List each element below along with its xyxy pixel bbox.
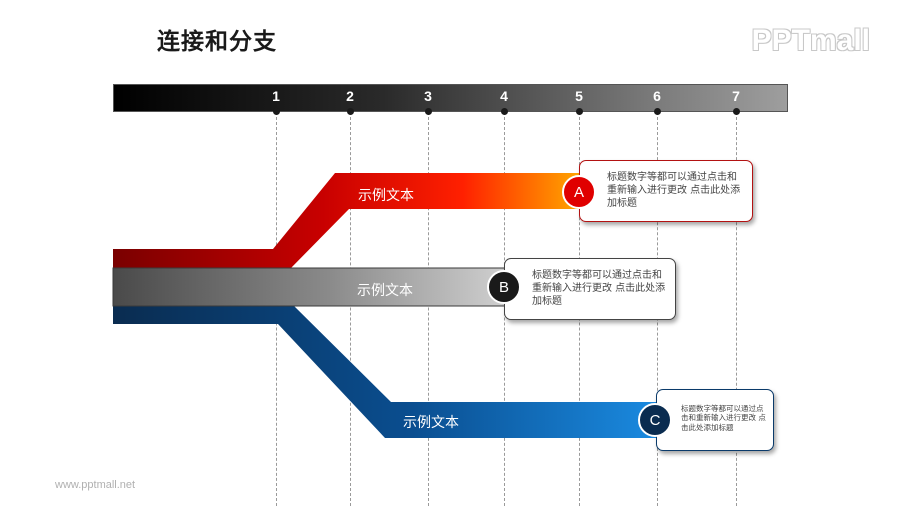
- timeline-marker-1: [273, 108, 280, 115]
- timeline-tick-3: 3: [424, 88, 432, 104]
- timeline-marker-5: [576, 108, 583, 115]
- guide-line-3: [428, 112, 429, 506]
- timeline-bar: [113, 84, 788, 112]
- timeline-tick-7: 7: [732, 88, 740, 104]
- timeline-marker-4: [501, 108, 508, 115]
- timeline-tick-2: 2: [346, 88, 354, 104]
- callout-c-text: 标题数字等都可以通过点击和重新输入进行更改 点击此处添加标题: [681, 404, 766, 432]
- callout-a-text: 标题数字等都可以通过点击和重新输入进行更改 点击此处添加标题: [607, 172, 741, 209]
- timeline-tick-6: 6: [653, 88, 661, 104]
- page-title: 连接和分支: [157, 29, 277, 55]
- badge-c: C: [638, 403, 672, 437]
- guide-line-7: [736, 112, 737, 506]
- callout-a: 标题数字等都可以通过点击和重新输入进行更改 点击此处添加标题: [579, 160, 753, 222]
- timeline-marker-3: [425, 108, 432, 115]
- branch-b-label: 示例文本: [357, 283, 413, 299]
- timeline-marker-7: [733, 108, 740, 115]
- guide-line-2: [350, 112, 351, 506]
- callout-b: 标题数字等都可以通过点击和重新输入进行更改 点击此处添加标题: [504, 258, 676, 320]
- branch-c-label: 示例文本: [403, 415, 459, 431]
- pptmall-logo: PPTmall: [751, 24, 870, 57]
- callout-b-text: 标题数字等都可以通过点击和重新输入进行更改 点击此处添加标题: [532, 270, 666, 307]
- badge-b: B: [487, 270, 521, 304]
- timeline-marker-2: [347, 108, 354, 115]
- branch-b-track: [112, 267, 506, 307]
- timeline-tick-1: 1: [272, 88, 280, 104]
- timeline-marker-6: [654, 108, 661, 115]
- timeline-tick-5: 5: [575, 88, 583, 104]
- badge-a: A: [562, 175, 596, 209]
- footer-url: www.pptmall.net: [55, 479, 136, 491]
- branch-a-track: [113, 173, 579, 269]
- branch-a-label: 示例文本: [358, 188, 414, 204]
- timeline-tick-4: 4: [500, 88, 508, 104]
- callout-c: 标题数字等都可以通过点击和重新输入进行更改 点击此处添加标题: [656, 389, 774, 451]
- branch-c-track: [113, 305, 657, 438]
